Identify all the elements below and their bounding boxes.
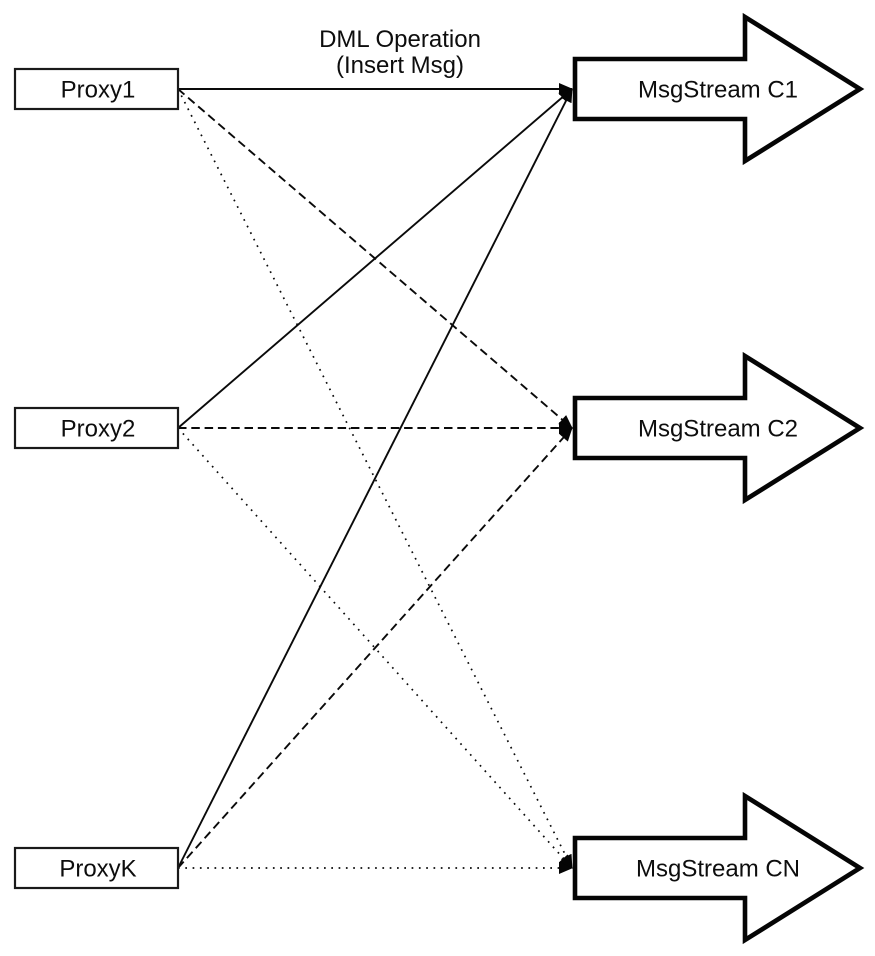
- proxy2-node: Proxy2: [13, 406, 180, 450]
- connector-proxy2-c1: [177, 88, 573, 429]
- proxy2-label: Proxy2: [61, 416, 136, 443]
- msgstream-c1-label: MsgStream C1: [638, 77, 798, 104]
- connector-proxyk-c2: [177, 427, 573, 869]
- msgstream-c1-arrow: [572, 12, 865, 166]
- msgstream-c2-label: MsgStream C2: [638, 416, 798, 443]
- proxy2-box: [13, 406, 180, 450]
- edge-label-line1: DML Operation: [319, 26, 481, 53]
- proxyk-box: [13, 846, 180, 890]
- proxyk-node: ProxyK: [13, 846, 180, 890]
- connector-proxyk-c1: [177, 88, 573, 869]
- proxy1-node: Proxy1: [13, 67, 180, 111]
- msgstream-c2-node: MsgStream C2: [572, 351, 865, 505]
- proxyk-label: ProxyK: [59, 856, 136, 883]
- msgstream-c2-arrow: [572, 351, 865, 505]
- proxy1-box: [13, 67, 180, 111]
- msgstream-cn-arrow: [572, 791, 865, 945]
- msgstream-cn-node: MsgStream CN: [572, 791, 865, 945]
- connector-layer: [177, 83, 573, 874]
- msgstream-cn-label: MsgStream CN: [636, 856, 800, 883]
- proxy1-label: Proxy1: [61, 77, 136, 104]
- msgstream-c1-node: MsgStream C1: [572, 12, 865, 166]
- edge-label-line2: (Insert Msg): [336, 52, 464, 79]
